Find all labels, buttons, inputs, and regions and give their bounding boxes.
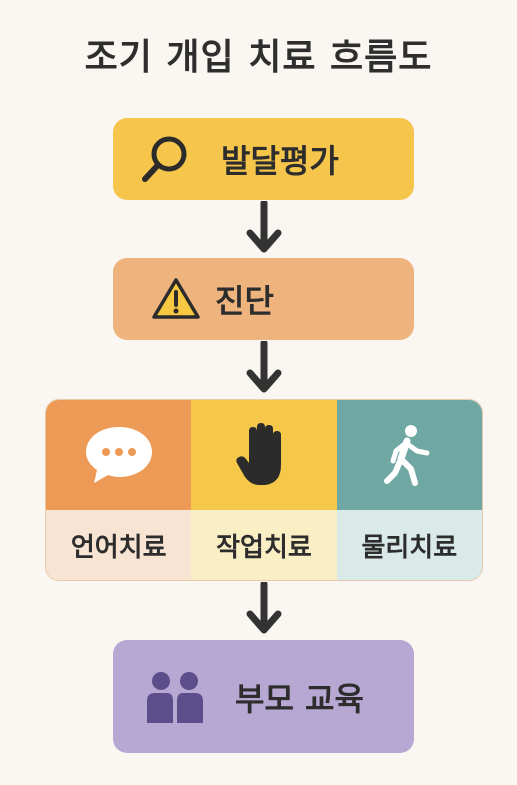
warning-icon	[152, 278, 200, 319]
speech-bubble-icon	[85, 427, 152, 483]
arrow-down-icon	[246, 582, 282, 634]
page-title: 조기 개입 치료 흐름도	[84, 37, 433, 78]
hand-icon	[236, 423, 281, 485]
step-evaluation: 발달평가	[113, 118, 414, 200]
therapy-occupational-label: 작업치료	[191, 510, 337, 580]
arrow-down-icon	[246, 201, 282, 253]
walking-person-icon	[384, 425, 430, 486]
therapy-speech-label: 언어치료	[46, 510, 192, 580]
therapy-occupational: 작업치료	[191, 400, 337, 580]
therapy-physical: 물리치료	[336, 400, 482, 580]
people-icon	[147, 671, 203, 723]
step-parent-education-label: 부모 교육	[235, 679, 364, 718]
step-diagnosis: 진단	[113, 258, 414, 340]
step-evaluation-label: 발달평가	[221, 142, 339, 180]
therapy-group: 언어치료 작업치료 물리치료	[45, 399, 483, 581]
step-diagnosis-label: 진단	[215, 282, 274, 320]
magnifier-icon	[142, 136, 187, 182]
arrow-down-icon	[246, 341, 282, 393]
therapy-speech: 언어치료	[46, 400, 192, 580]
therapy-physical-label: 물리치료	[336, 510, 482, 580]
step-parent-education: 부모 교육	[113, 640, 414, 753]
